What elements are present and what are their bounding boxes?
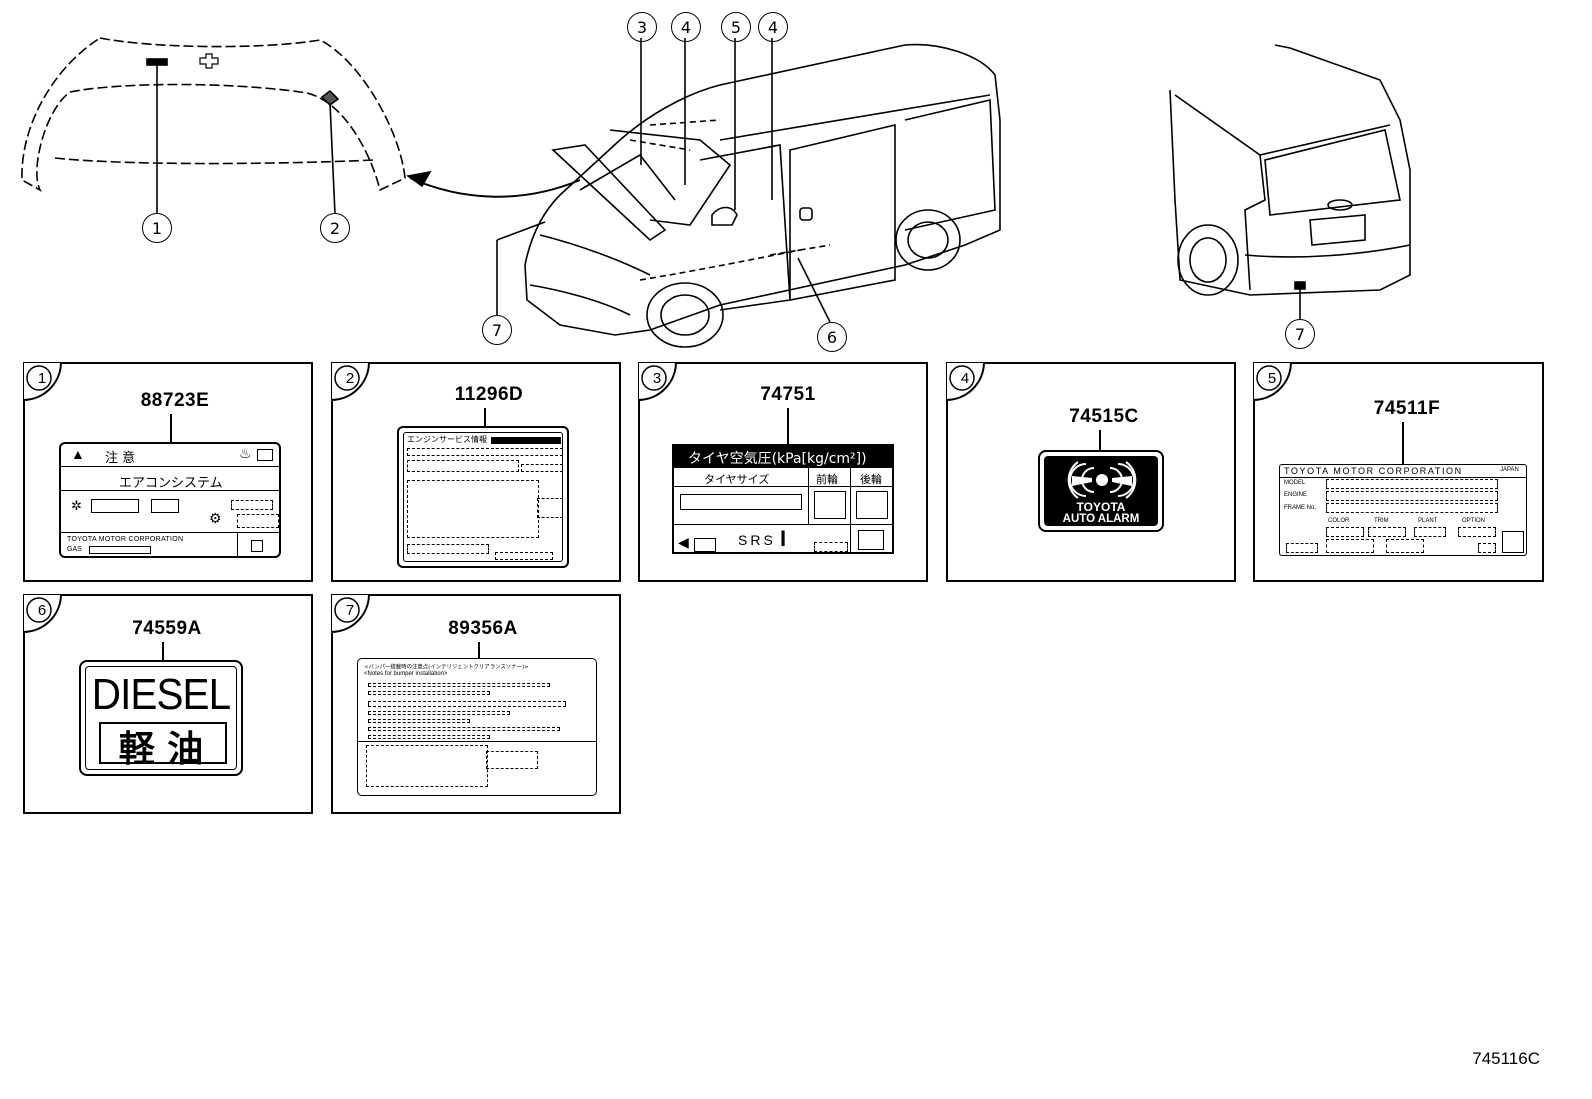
panel-6-number: 6 (37, 602, 47, 619)
tire-pressure-label: タイヤ空気圧(kPa[kg/cm²]) タイヤサイズ 前輪 後輪 ◀ SRS I (672, 444, 894, 554)
callout-2: 2 (320, 213, 350, 243)
panel-7-number: 7 (345, 602, 355, 619)
label-spot-1 (146, 58, 168, 66)
vin-japan-text: JAPAN (1500, 467, 1519, 473)
panel-1-number: 1 (37, 370, 47, 387)
alarm-signal-icon (1067, 461, 1137, 499)
srs-text: SRS (738, 532, 776, 548)
vin-plate-label: TOYOTA MOTOR CORPORATION JAPAN MODEL ENG… (1279, 464, 1527, 556)
diesel-text: DIESEL (91, 670, 231, 719)
callout-7a-text: 7 (491, 321, 503, 340)
vin-maker-text: TOYOTA MOTOR CORPORATION (1284, 466, 1463, 476)
vin-option-text: OPTION (1462, 518, 1486, 524)
warning-triangle-icon: ▲ (71, 446, 85, 462)
panel-1: 1 88723E ▲ 注 意 ♨ エアコンシステム ✲ ⚙ TOYOTA MOT… (23, 362, 313, 582)
vin-model-text: MODEL (1284, 480, 1306, 486)
panel-7: 7 89356A <バンパー搭載時の注意点(インテリジェントクリアランスソナー)… (331, 594, 621, 814)
panel-2-number: 2 (345, 370, 355, 387)
callout-3-text: 3 (636, 18, 648, 37)
vin-color-text: COLOR (1328, 518, 1350, 524)
panel-1-corner (23, 362, 63, 402)
label2-header-text: エンジンサービス情報 (407, 435, 487, 444)
ac-caution-label: ▲ 注 意 ♨ エアコンシステム ✲ ⚙ TOYOTA MOTOR CORPOR… (59, 442, 281, 558)
diesel-fuel-label: DIESEL 軽 油 (79, 660, 243, 776)
callout-5-text: 5 (730, 18, 742, 37)
ac-system-text: エアコンシステム (119, 476, 223, 491)
alarm-text-toyota: TOYOTA (1076, 500, 1126, 514)
callout-2-text: 2 (329, 219, 341, 238)
panel-7-corner (331, 594, 371, 634)
panel-2: 2 11296D エンジンサービス情報 (331, 362, 621, 582)
van-front-drawing (524, 43, 1001, 348)
panel-4: 4 74515C TOYOTA AUTO ALARM (946, 362, 1236, 582)
manual-icon (257, 449, 273, 461)
panel-3-part-number: 74751 (760, 384, 816, 405)
panel-5-corner (1253, 362, 1293, 402)
panel-6-part-number: 74559A (132, 618, 202, 639)
keiyu-text: 軽 油 (118, 729, 204, 770)
panel-1-part-number: 88723E (140, 390, 210, 411)
panel-6: 6 74559A DIESEL 軽 油 (23, 594, 313, 814)
tire-size-heading: タイヤサイズ (704, 473, 770, 486)
callout-6: 6 (817, 322, 847, 352)
callout-7a: 7 (482, 315, 512, 345)
alarm-text-auto-alarm: AUTO ALARM (1062, 513, 1140, 525)
label-spot-2 (320, 89, 340, 107)
panel-5-part-number: 74511F (1373, 398, 1441, 419)
hood-drawing (21, 37, 406, 192)
panel-6-corner (23, 594, 63, 634)
sun-icon: ✲ (71, 498, 82, 513)
van-rear-drawing (1169, 44, 1411, 296)
vin-engine-text: ENGINE (1284, 492, 1308, 498)
callout-7b-text: 7 (1294, 325, 1306, 344)
bumper-notice-label: <バンパー搭載時の注意点(インテリジェントクリアランスソナー)> <Notes … (357, 658, 597, 796)
recycle-icon (251, 540, 263, 552)
figure-code: 745116C (1472, 1049, 1540, 1068)
panel-5: 5 74511F TOYOTA MOTOR CORPORATION JAPAN … (1253, 362, 1544, 582)
panel-4-number: 4 (960, 370, 970, 387)
vin-frame-text: FRAME No. (1284, 505, 1317, 511)
oil-can-icon: ⚙ (209, 510, 222, 526)
callout-4a: 4 (671, 12, 701, 42)
front-wheel-heading: 前輪 (816, 473, 838, 486)
vin-trim-text: TRIM (1374, 518, 1389, 524)
vin-plant-text: PLANT (1418, 518, 1438, 524)
panel-3: 3 74751 タイヤ空気圧(kPa[kg/cm²]) タイヤサイズ 前輪 後輪… (638, 362, 928, 582)
panel-3-number: 3 (652, 370, 662, 387)
callout-5: 5 (721, 12, 751, 42)
panel-2-part-number: 11296D (454, 384, 524, 405)
bumper-notice-en: <Notes for bumper installation> (364, 671, 448, 677)
callout-1-text: 1 (151, 219, 163, 238)
airbag-icon: I (780, 526, 787, 551)
vehicle-illustration (21, 37, 1411, 348)
callout-1: 1 (142, 213, 172, 243)
rear-wheel-heading: 後輪 (860, 473, 882, 486)
callout-4a-text: 4 (680, 18, 692, 37)
label1-gas-text: GAS (67, 546, 82, 553)
tire-pressure-title: タイヤ空気圧(kPa[kg/cm²]) (688, 451, 867, 467)
callout-4b-text: 4 (767, 18, 779, 37)
panel-7-part-number: 89356A (448, 618, 518, 639)
callout-4b: 4 (758, 12, 788, 42)
callout-7b: 7 (1285, 319, 1315, 349)
panel-2-corner (331, 362, 371, 402)
panel-4-corner (946, 362, 986, 402)
manual-book-icon (858, 530, 884, 550)
arrow-left-icon: ◀ (678, 534, 689, 550)
panel-4-part-number: 74515C (1069, 406, 1139, 427)
auto-alarm-label: TOYOTA AUTO ALARM (1038, 450, 1164, 532)
engine-service-label: エンジンサービス情報 (397, 426, 569, 568)
panel-5-number: 5 (1267, 370, 1277, 387)
panel-3-corner (638, 362, 678, 402)
bumper-notice-jp: <バンパー搭載時の注意点(インテリジェントクリアランスソナー)> (364, 663, 529, 671)
caution-text: 注 意 (105, 451, 136, 466)
callout-6-text: 6 (826, 328, 838, 347)
flame-icon: ♨ (239, 445, 252, 461)
callout-3: 3 (627, 12, 657, 42)
label1-maker-text: TOYOTA MOTOR CORPORATION (67, 536, 184, 543)
